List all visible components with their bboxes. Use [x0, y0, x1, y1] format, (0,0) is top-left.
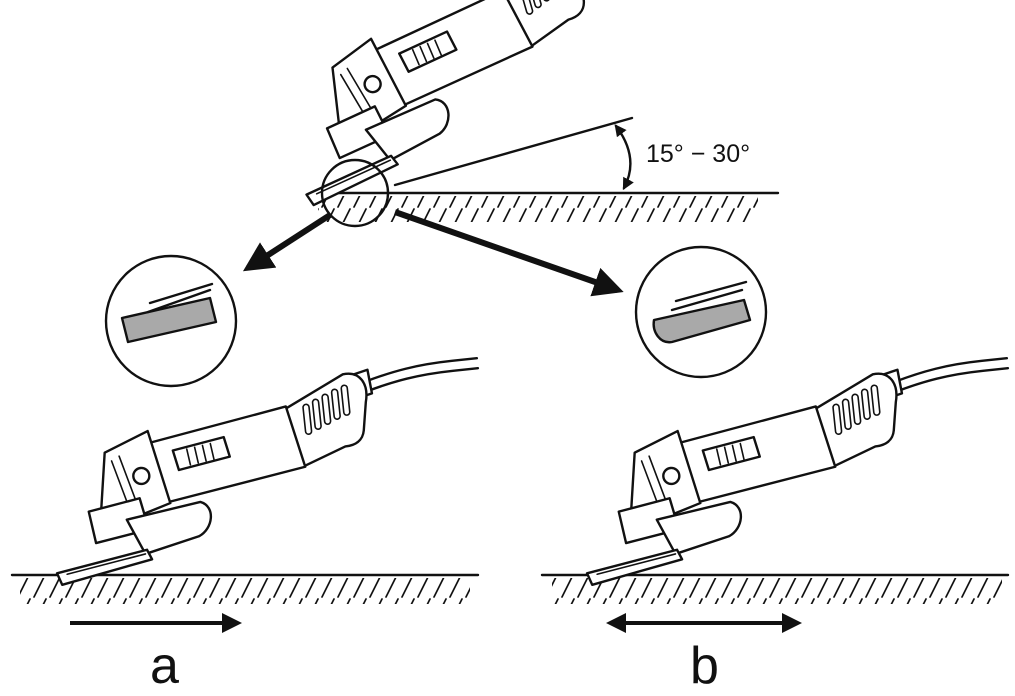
- direction-arrow-icon: [394, 209, 624, 297]
- grinding-disc-icon: [120, 296, 218, 344]
- hatched-surface-b: [552, 578, 1002, 604]
- method-label-a: a: [150, 637, 179, 695]
- angle-label: 15° − 30°: [646, 140, 751, 168]
- direction-arrow-icon: [242, 212, 332, 272]
- scene-b: [540, 357, 1015, 633]
- scene-a: [10, 357, 498, 633]
- top-scene: [258, 0, 780, 228]
- detail-disc-b: [634, 245, 768, 379]
- top-hatched-surface: [318, 196, 758, 222]
- angle-reference-line: [393, 116, 634, 187]
- hatched-surface-a: [20, 578, 470, 604]
- angle-grinder-icon: [258, 0, 734, 208]
- angle-grinder-icon: [568, 357, 1015, 587]
- angle-grinder-icon: [38, 357, 498, 587]
- detail-disc-a: [104, 254, 238, 388]
- angle-arc-icon: [614, 124, 634, 191]
- method-label-b: b: [690, 637, 719, 695]
- grinding-disc-icon: [652, 298, 752, 344]
- magnifier-circle-icon: [320, 158, 390, 228]
